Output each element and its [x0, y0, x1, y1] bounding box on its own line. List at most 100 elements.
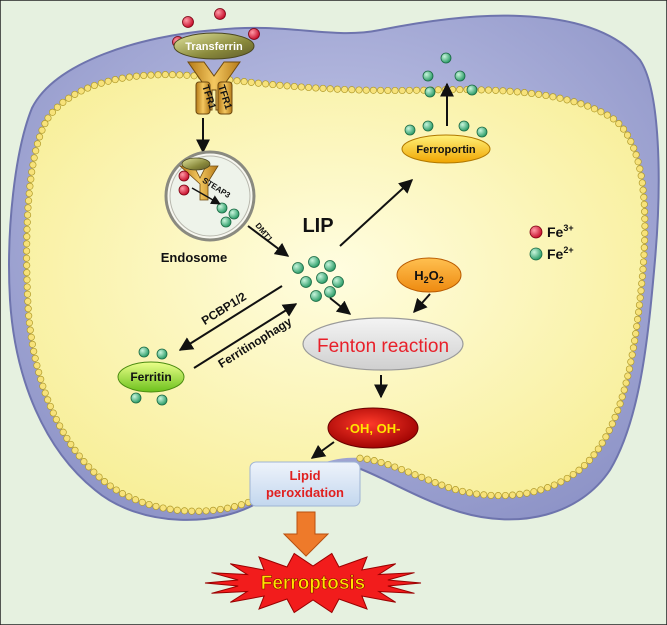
membrane-bead — [305, 83, 313, 92]
membrane-bead — [223, 504, 232, 512]
membrane-bead — [30, 154, 38, 162]
fe3-ion — [182, 16, 194, 28]
membrane-bead — [594, 445, 602, 453]
membrane-bead — [23, 261, 31, 269]
membrane-bead — [575, 466, 583, 474]
membrane-bead — [23, 254, 31, 262]
membrane-bead — [622, 379, 630, 387]
membrane-bead — [118, 74, 126, 82]
membrane-bead — [23, 225, 31, 233]
membrane-bead — [473, 490, 481, 498]
membrane-bead — [24, 211, 32, 219]
membrane-bead — [445, 483, 453, 492]
fe3-ion — [214, 8, 226, 20]
membrane-bead — [418, 473, 426, 481]
membrane-bead — [506, 87, 514, 95]
membrane-bead — [590, 105, 598, 113]
membrane-bead — [23, 240, 31, 248]
membrane-bead — [590, 451, 598, 459]
membrane-bead — [611, 413, 619, 421]
membrane-bead — [71, 90, 79, 98]
membrane-bead — [65, 94, 73, 102]
membrane-bead — [100, 478, 109, 486]
arrow-h2o2-to-fenton — [413, 293, 431, 314]
membrane-bead — [624, 372, 632, 380]
membrane-bead — [362, 86, 370, 94]
membrane-bead — [28, 168, 36, 176]
membrane-bead — [641, 222, 649, 230]
lipid-bilayer-beads — [23, 71, 649, 515]
membrane-bead — [125, 493, 133, 501]
fe2-ion — [156, 348, 168, 360]
membrane-bead — [513, 88, 521, 96]
legend: Fe3+ Fe2+ — [529, 223, 574, 262]
fe2-ion — [424, 86, 436, 98]
membrane-bead — [230, 503, 239, 511]
endosome-label: Endosome — [161, 250, 227, 265]
radicals-label: ·OH, OH- — [346, 421, 401, 436]
fenton-label: Fenton reaction — [317, 336, 449, 357]
fe2-ion — [228, 208, 240, 220]
membrane-bead — [398, 86, 406, 95]
membrane-bead — [23, 276, 31, 284]
membrane-bead — [544, 484, 552, 492]
arrow-lip-to-fenton — [329, 297, 352, 315]
membrane-bead — [53, 103, 61, 111]
membrane-bead — [37, 375, 45, 383]
membrane-bead — [24, 305, 32, 313]
membrane-bead — [484, 86, 493, 94]
membrane-bead — [637, 287, 645, 295]
membrane-bead — [52, 415, 60, 424]
membrane-bead — [637, 172, 645, 180]
membrane-bead — [154, 71, 162, 79]
membrane-bead — [97, 79, 105, 87]
membrane-bead — [23, 233, 31, 241]
membrane-bead — [44, 114, 52, 122]
membrane-bead — [25, 189, 33, 198]
membrane-bead — [33, 361, 41, 370]
membrane-bead — [140, 71, 148, 80]
membrane-bead — [363, 455, 371, 463]
membrane-bead — [633, 322, 641, 330]
membrane-bead — [638, 279, 646, 288]
membrane-bead — [487, 491, 495, 499]
membrane-bead — [424, 476, 432, 484]
membrane-bead — [542, 91, 550, 100]
membrane-bead — [603, 111, 611, 119]
membrane-bead — [458, 487, 467, 495]
ferroportin: Ferroportin — [401, 120, 491, 164]
membrane-bead — [638, 179, 646, 187]
membrane-bead — [640, 200, 648, 208]
membrane-bead — [528, 89, 536, 98]
membrane-bead — [269, 81, 277, 89]
membrane-bead — [629, 344, 637, 352]
membrane-bead — [28, 340, 36, 348]
membrane-bead — [619, 125, 628, 133]
membrane-bead — [356, 454, 364, 462]
membrane-bead — [577, 100, 585, 108]
membrane-bead — [627, 358, 635, 366]
arrow-pcbp-to-ferritin — [178, 285, 283, 351]
fe2-ion — [138, 346, 150, 358]
membrane-bead — [118, 490, 127, 498]
membrane-bead — [585, 456, 593, 464]
membrane-bead — [434, 86, 442, 94]
membrane-bead — [27, 175, 35, 183]
membrane-bead — [635, 301, 643, 309]
fe2-ion — [404, 124, 416, 136]
membrane-bead — [233, 77, 241, 85]
membrane-bead — [59, 428, 67, 436]
fe2-ion — [156, 394, 168, 406]
membrane-bead — [180, 507, 189, 515]
fe2-ion — [324, 286, 336, 298]
membrane-bead — [530, 488, 538, 496]
membrane-bead — [326, 85, 334, 93]
membrane-bead — [31, 354, 39, 362]
membrane-bead — [297, 83, 305, 91]
membrane-bead — [384, 461, 392, 469]
membrane-bead — [639, 265, 647, 273]
membrane-bead — [634, 315, 642, 323]
membrane-bead — [49, 409, 57, 417]
membrane-bead — [188, 507, 196, 515]
membrane-bead — [131, 496, 140, 504]
